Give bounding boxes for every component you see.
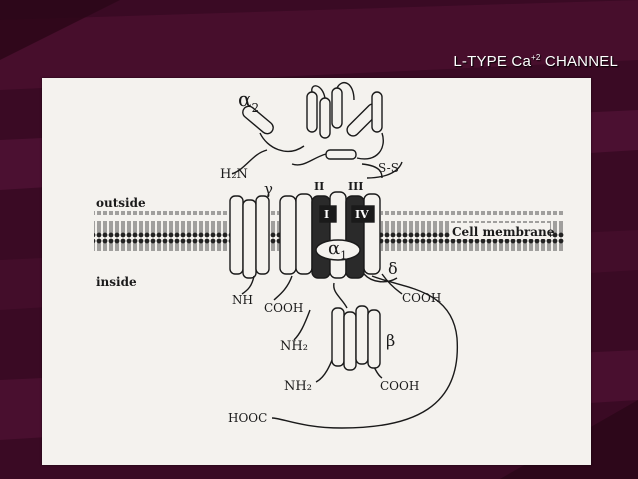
- label-cell-membrane: Cell membrane: [452, 225, 555, 239]
- label-nh: NH: [232, 293, 253, 307]
- intracellular-chains: [241, 275, 458, 429]
- diagram-svg: α2 H₂N γ S-S II III I IV α1 outside insi…: [94, 81, 564, 429]
- channel-diagram: α2 H₂N γ S-S II III I IV α1 outside insi…: [42, 78, 591, 465]
- label-cooh-right: COOH: [402, 291, 441, 305]
- gamma-subunit: [229, 195, 270, 279]
- label-inside: inside: [96, 275, 137, 289]
- alpha1-subunit: [279, 191, 381, 279]
- label-nh2-mid: NH₂: [280, 339, 308, 354]
- label-domain-I: I: [324, 208, 329, 221]
- label-cooh-left: COOH: [264, 301, 303, 315]
- alpha2-chains: [231, 149, 403, 179]
- title-main: L-TYPE Ca: [453, 53, 532, 70]
- label-domain-II: II: [314, 180, 324, 193]
- title-tail: CHANNEL: [540, 53, 618, 70]
- label-domain-III: III: [348, 180, 363, 193]
- label-h2n-top: H₂N: [220, 167, 248, 182]
- label-domain-IV: IV: [355, 208, 369, 221]
- slide-title: L-TYPE Ca+2 CHANNEL: [453, 53, 618, 70]
- title-superscript: +2: [531, 53, 541, 62]
- label-beta: β: [386, 331, 395, 350]
- delta-subunit: [363, 273, 403, 295]
- label-delta: δ: [388, 259, 398, 278]
- label-alpha1: α1: [328, 238, 347, 262]
- label-cooh-low: COOH: [380, 379, 419, 393]
- label-gamma: γ: [264, 180, 273, 198]
- label-ss: S-S: [378, 161, 399, 175]
- label-outside: outside: [96, 196, 146, 210]
- alpha2-subunit: [242, 81, 384, 166]
- label-alpha2: α2: [238, 87, 259, 115]
- label-hooc: HOOC: [228, 411, 267, 425]
- beta-subunit: [331, 305, 381, 371]
- label-nh2-low: NH₂: [284, 379, 312, 394]
